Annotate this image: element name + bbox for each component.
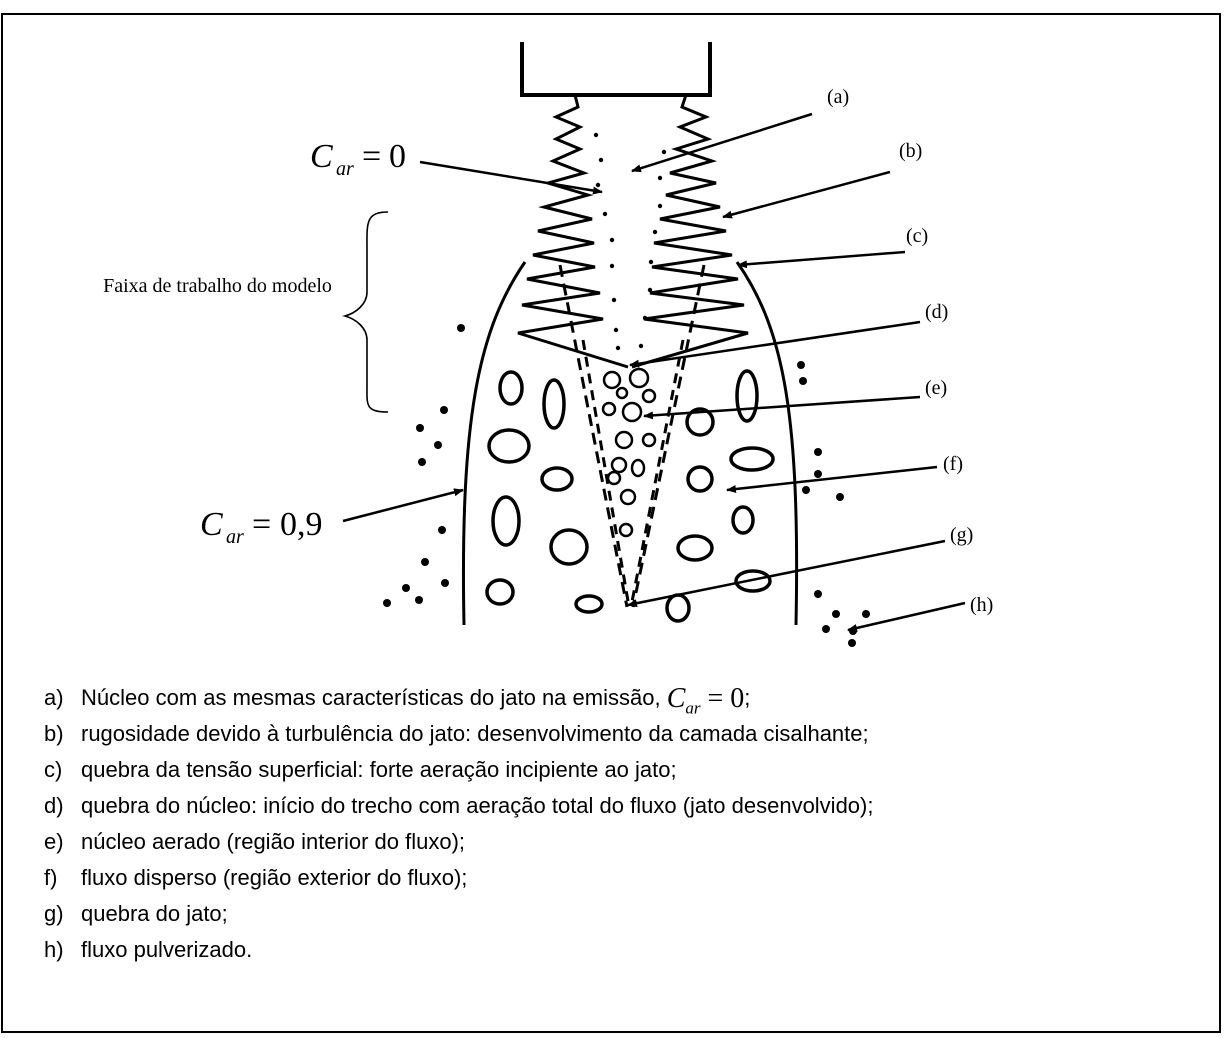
working-range-label: Faixa de trabalho do modelo bbox=[90, 272, 345, 301]
car-zero-formula: C ar = 0 bbox=[310, 138, 406, 180]
inner-bubbles bbox=[603, 369, 655, 536]
label-e: (e) bbox=[925, 377, 947, 399]
label-f: (f) bbox=[943, 453, 963, 475]
jet-envelope-left bbox=[463, 262, 525, 625]
legend-item: h)fluxo pulverizado. bbox=[44, 932, 873, 968]
working-range-brace bbox=[345, 212, 388, 412]
svg-text:0,9: 0,9 bbox=[280, 506, 323, 543]
legend-item: b)rugosidade devido à turbulência do jat… bbox=[44, 716, 873, 752]
legend-item: a)Núcleo com as mesmas características d… bbox=[44, 680, 873, 716]
svg-text:=: = bbox=[362, 138, 381, 175]
core-cone-left-inner bbox=[583, 340, 629, 607]
legend-car-formula: Car = 0 bbox=[667, 683, 745, 714]
legend-item: f)fluxo disperso (região exterior do flu… bbox=[44, 860, 873, 896]
label-a: (a) bbox=[827, 86, 849, 108]
svg-text:C: C bbox=[310, 138, 333, 175]
legend-item: g)quebra do jato; bbox=[44, 896, 873, 932]
legend-list: a)Núcleo com as mesmas características d… bbox=[44, 680, 873, 968]
label-g: (g) bbox=[950, 524, 973, 546]
label-h: (h) bbox=[970, 594, 993, 616]
core-cone-right-inner bbox=[631, 340, 683, 607]
legend-item: c)quebra da tensão superficial: forte ae… bbox=[44, 752, 873, 788]
label-c: (c) bbox=[906, 225, 928, 247]
label-d: (d) bbox=[925, 301, 948, 323]
svg-text:=: = bbox=[252, 506, 271, 543]
legend-item: e)núcleo aerado (região interior do flux… bbox=[44, 824, 873, 860]
svg-text:C: C bbox=[200, 506, 223, 543]
pointer-arrows bbox=[343, 114, 965, 630]
label-b: (b) bbox=[899, 140, 922, 162]
legend-item: d)quebra do núcleo: início do trecho com… bbox=[44, 788, 873, 824]
svg-text:0: 0 bbox=[389, 138, 406, 175]
svg-text:ar: ar bbox=[226, 526, 244, 548]
car-09-formula: C ar = 0,9 bbox=[200, 506, 323, 548]
svg-text:ar: ar bbox=[336, 158, 354, 180]
nozzle bbox=[522, 42, 710, 95]
